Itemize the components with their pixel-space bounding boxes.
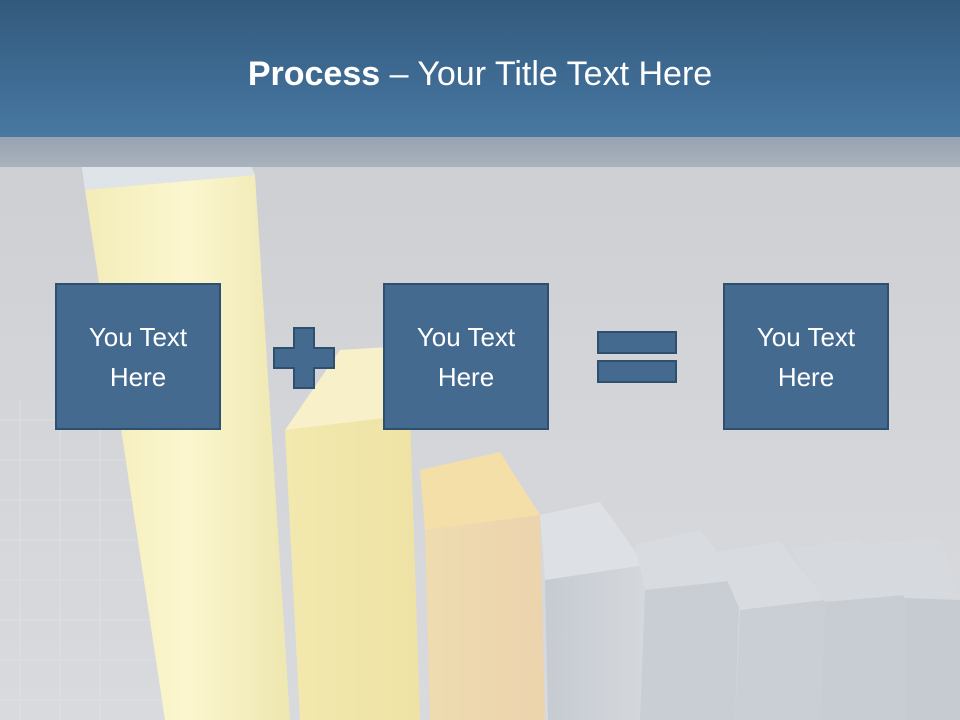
process-box-1-label: You Text Here [88,321,188,392]
page-title: Process – Your Title Text Here [0,52,960,96]
process-box-2[interactable]: You Text Here [383,283,549,430]
title-rest-text: – Your Title Text Here [380,55,713,93]
process-box-3-label: You Text Here [756,321,856,392]
process-box-1[interactable]: You Text Here [55,283,221,430]
title-bar [0,0,960,137]
plus-icon [273,327,335,389]
equals-icon [597,331,677,383]
process-box-3[interactable]: You Text Here [723,283,889,430]
title-bold-text: Process [247,55,381,93]
process-box-2-label: You Text Here [416,321,516,392]
title-sub-band [0,137,960,167]
